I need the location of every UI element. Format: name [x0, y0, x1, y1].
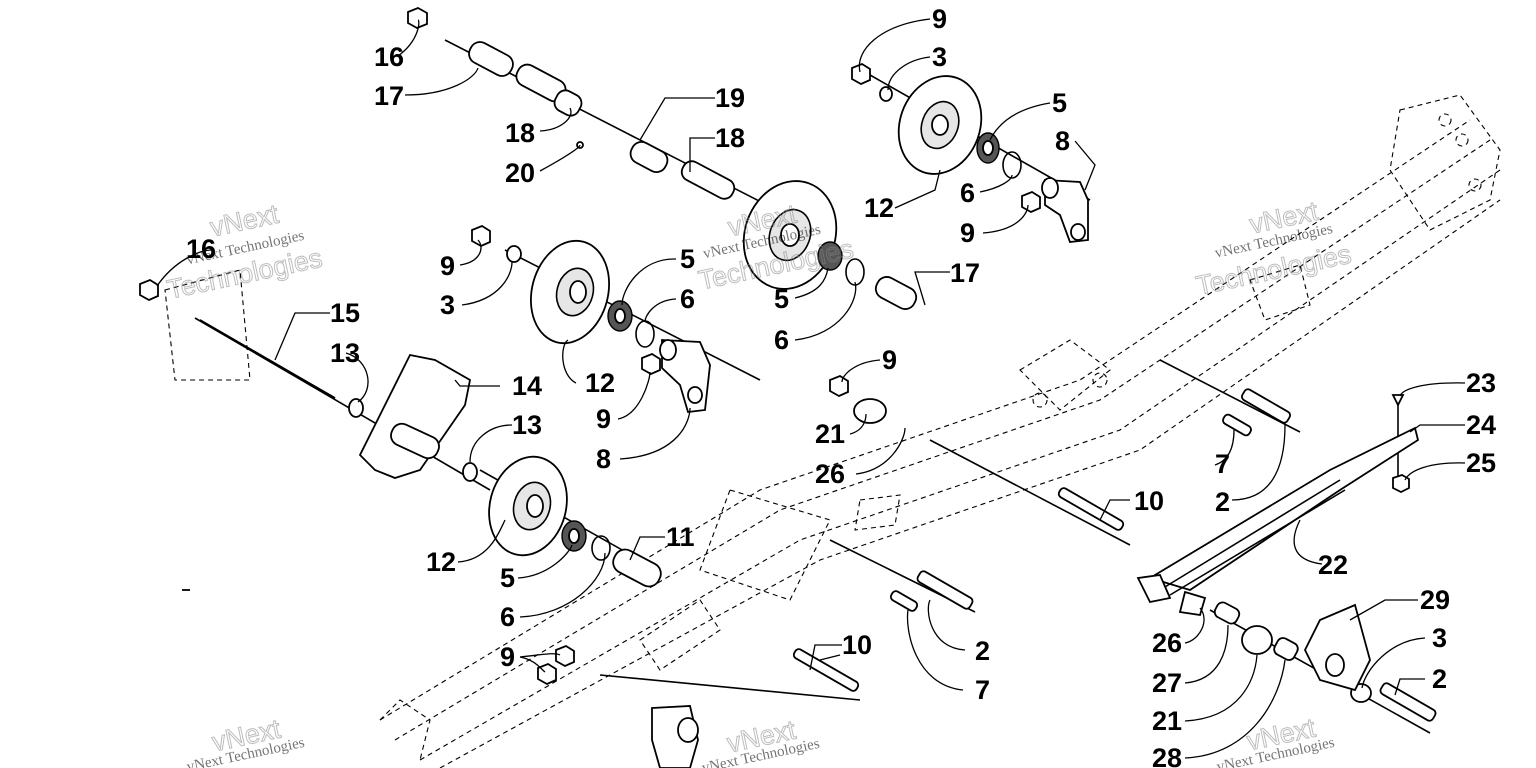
callout-26-upper: 26 [815, 459, 845, 489]
leaders [156, 18, 1466, 759]
watermarks: vNext vNext Technologies Technologies vN… [164, 195, 1354, 768]
callout-11: 11 [666, 522, 695, 552]
callout-3-bottom: 3 [1432, 623, 1447, 653]
callout-9-left: 9 [596, 404, 611, 434]
callout-6-center: 6 [774, 325, 789, 355]
callout-5-bottom: 5 [500, 563, 515, 593]
callout-27: 27 [1152, 668, 1182, 698]
callout-13-lower: 13 [512, 410, 542, 440]
callout-15: 15 [330, 298, 360, 328]
callout-24: 24 [1466, 410, 1496, 440]
brackets [182, 177, 1420, 768]
callout-14: 14 [512, 371, 542, 401]
callout-9-center: 9 [882, 345, 897, 375]
wheel-bottom-left [488, 455, 568, 557]
bearings-clips [561, 132, 1022, 561]
callout-20: 20 [505, 158, 535, 188]
axle-lines [194, 39, 1431, 734]
callout-7-right: 7 [1215, 449, 1230, 479]
wheel-middle-left [530, 239, 610, 345]
callout-3-top: 3 [932, 42, 947, 72]
callout-5-mid: 5 [680, 244, 695, 274]
callout-9-right: 9 [960, 218, 975, 248]
callout-23: 23 [1466, 368, 1496, 398]
callout-12-bottom: 12 [426, 547, 456, 577]
shafts-bolts [199, 41, 1437, 722]
callout-6-top: 6 [960, 178, 975, 208]
callout-9-bottom: 9 [500, 642, 515, 672]
callout-25: 25 [1466, 448, 1496, 478]
callout-18-left: 18 [505, 118, 535, 148]
callout-2-center: 2 [975, 636, 990, 666]
callout-6-bottom: 6 [500, 602, 515, 632]
callout-16-left: 16 [186, 234, 216, 264]
rail-frame [164, 94, 1501, 768]
callout-29: 29 [1420, 585, 1450, 615]
callout-8-top: 8 [1055, 126, 1070, 156]
callout-12-top: 12 [864, 193, 894, 223]
callout-3-mid: 3 [440, 290, 455, 320]
callout-9-mid: 9 [440, 251, 455, 281]
wheel-top-center [742, 180, 838, 290]
nuts-washers [139, 7, 1410, 703]
callout-26-lower: 26 [1152, 628, 1182, 658]
callout-17-mid: 17 [950, 258, 980, 288]
idler-wheels [488, 75, 983, 557]
callout-7-center: 7 [975, 675, 990, 705]
callout-17-top: 17 [374, 81, 404, 111]
callouts: 16 17 18 20 19 18 9 3 5 12 8 6 9 16 9 3 … [186, 4, 1496, 768]
callout-6-mid: 6 [680, 284, 695, 314]
callout-22: 22 [1318, 550, 1348, 580]
callout-8-left: 8 [596, 444, 611, 474]
callout-21-upper: 21 [815, 419, 845, 449]
wheel-top-right [897, 75, 983, 175]
callout-2-bottom: 2 [1432, 664, 1447, 694]
callout-18-right: 18 [715, 123, 745, 153]
callout-10-center: 10 [842, 630, 872, 660]
callout-16-top: 16 [374, 42, 404, 72]
callout-12-mid: 12 [585, 368, 615, 398]
callout-13-upper: 13 [330, 338, 360, 368]
callout-21-lower: 21 [1152, 706, 1182, 736]
callout-9-top: 9 [932, 4, 947, 34]
callout-5-center: 5 [774, 284, 789, 314]
callout-5-top: 5 [1052, 88, 1067, 118]
callout-19: 19 [715, 83, 745, 113]
callout-10-right: 10 [1134, 486, 1164, 516]
callout-28: 28 [1152, 743, 1182, 768]
callout-2-right: 2 [1215, 487, 1230, 517]
